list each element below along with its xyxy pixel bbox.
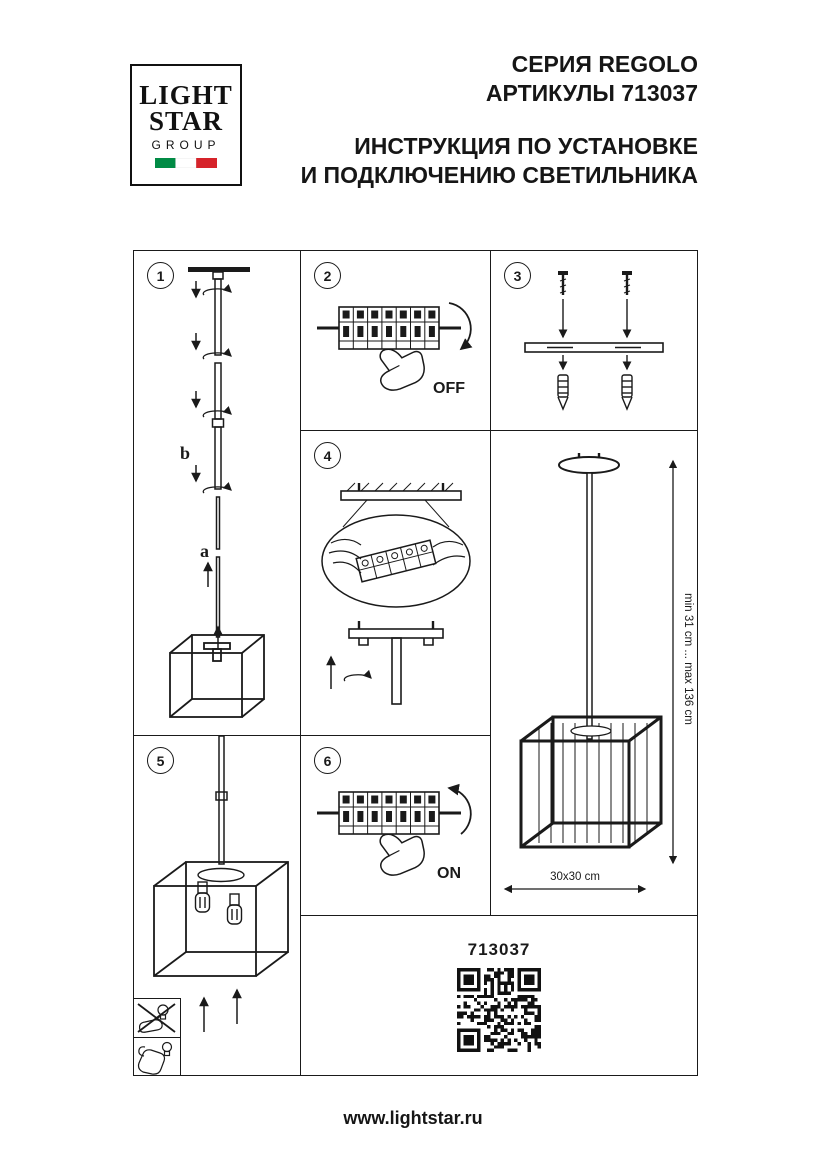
rotation-arrow-icons bbox=[202, 284, 232, 494]
glove-icon bbox=[138, 1041, 173, 1075]
off-label: OFF bbox=[433, 380, 465, 397]
panel-step-6: 6 ON bbox=[300, 735, 491, 916]
top-plate bbox=[197, 867, 245, 883]
screw-icon bbox=[558, 271, 568, 339]
panel-step-1: 1 bbox=[133, 250, 301, 736]
panel-step-2: 2 OFF bbox=[300, 250, 491, 431]
series-title: СЕРИЯ REGOLO bbox=[511, 51, 698, 77]
step-number-4: 4 bbox=[314, 442, 341, 469]
ceiling-canopy bbox=[558, 453, 620, 474]
bulb-icon bbox=[226, 893, 243, 925]
breaker-off-diagram: OFF bbox=[315, 302, 473, 397]
lightstar-logo: LIGHT STAR GROUP bbox=[130, 64, 242, 186]
bulb-icon bbox=[194, 881, 211, 913]
insert-arrows bbox=[199, 988, 242, 1032]
italian-flag bbox=[155, 158, 217, 168]
article-number: 713037 bbox=[467, 939, 531, 959]
rotation-arrow-icon bbox=[343, 669, 372, 682]
circuit-breaker-icon bbox=[315, 305, 463, 351]
logo-word-group: GROUP bbox=[151, 138, 221, 152]
ceiling-plate bbox=[340, 490, 462, 501]
pendant-lamp-diagram: min 31 cm ... max 136 cm 30x30 cm bbox=[503, 453, 694, 894]
canopy-and-rod bbox=[348, 621, 444, 705]
panel-lamp-dimensions: min 31 cm ... max 136 cm 30x30 cm bbox=[490, 430, 698, 916]
cube-frame bbox=[153, 861, 289, 977]
article-title: АРТИКУЛЫ 713037 bbox=[485, 80, 698, 106]
step-number-6: 6 bbox=[314, 747, 341, 774]
wall-anchor-icon bbox=[557, 355, 569, 411]
ceiling-hatching bbox=[346, 482, 454, 492]
breaker-on-diagram: ON bbox=[315, 783, 472, 882]
footer-website: www.lightstar.ru bbox=[343, 1108, 483, 1128]
direction-arrows bbox=[191, 281, 223, 649]
step-number-3: 3 bbox=[504, 262, 531, 289]
cube-frame bbox=[169, 634, 265, 718]
on-label: ON bbox=[437, 865, 461, 882]
rod-label-b: b bbox=[180, 443, 190, 463]
rod-label-a: a bbox=[200, 541, 209, 561]
base-size-label: 30x30 cm bbox=[550, 871, 600, 883]
document-header: СЕРИЯ REGOLO АРТИКУЛЫ 713037 ИНСТРУКЦИЯ … bbox=[301, 50, 698, 190]
step-number-1: 1 bbox=[147, 262, 174, 289]
suspension-rod bbox=[586, 472, 593, 740]
mounting-plate bbox=[524, 342, 664, 353]
height-range-label: min 31 cm ... max 136 cm bbox=[682, 593, 694, 725]
bulb-installation-diagram bbox=[153, 736, 289, 1032]
step-number-5: 5 bbox=[147, 747, 174, 774]
wiring-connection-diagram bbox=[321, 482, 471, 705]
logo-word-star: STAR bbox=[148, 106, 224, 136]
screw-icon bbox=[622, 271, 632, 339]
circuit-breaker-icon bbox=[315, 790, 463, 836]
cube-shade-frame bbox=[519, 715, 663, 849]
turn-off-arrow-icon bbox=[448, 302, 473, 351]
warning-use-cloth bbox=[134, 1036, 182, 1075]
pointing-hand-icon bbox=[373, 341, 429, 394]
mounting-bracket-diagram bbox=[524, 271, 664, 411]
wires bbox=[328, 538, 466, 574]
rod-assembly-diagram: b a bbox=[169, 267, 265, 718]
instruction-title-line1: ИНСТРУКЦИЯ ПО УСТАНОВКЕ bbox=[354, 133, 698, 159]
pointing-hand-icon bbox=[373, 826, 429, 879]
panel-step-3: 3 bbox=[490, 250, 698, 431]
warning-no-bare-hands bbox=[134, 998, 182, 1039]
panel-qr: 713037 bbox=[300, 915, 698, 1076]
turn-on-arrow-icon bbox=[447, 783, 472, 835]
panel-step-5: 5 bbox=[133, 735, 301, 1076]
no-bare-hand-icon bbox=[137, 1003, 176, 1034]
step-number-2: 2 bbox=[314, 262, 341, 289]
wall-anchor-icon bbox=[621, 355, 633, 411]
qr-code bbox=[457, 967, 541, 1052]
logo-word-light: LIGHT bbox=[139, 80, 233, 110]
instruction-title-line2: И ПОДКЛЮЧЕНИЮ СВЕТИЛЬНИКА bbox=[300, 162, 698, 188]
panel-step-4: 4 bbox=[300, 430, 491, 736]
